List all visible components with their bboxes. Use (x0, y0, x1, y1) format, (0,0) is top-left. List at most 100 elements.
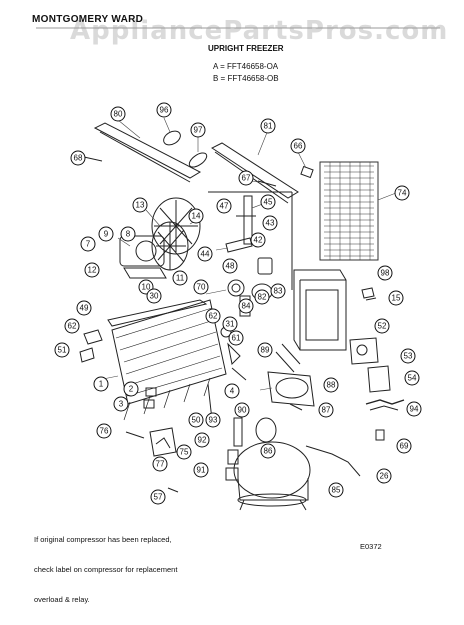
light-socket-part-96 (163, 130, 181, 146)
svg-text:53: 53 (404, 352, 413, 361)
part-91 (225, 467, 239, 481)
callout-87: 87 (318, 402, 334, 418)
callout-44: 44 (197, 246, 213, 262)
part-69 (375, 429, 385, 441)
callout-12: 12 (84, 262, 100, 278)
tube-part-89 (275, 343, 301, 373)
callout-numbers: 80 96 81 68 97 66 67 74 13 47 45 14 9 43… (54, 102, 422, 505)
svg-text:97: 97 (194, 126, 203, 135)
callout-74: 74 (394, 185, 410, 201)
svg-text:54: 54 (408, 374, 417, 383)
svg-text:57: 57 (154, 493, 163, 502)
clip-part-15 (365, 297, 377, 301)
callout-81: 81 (260, 118, 276, 134)
callout-13: 13 (132, 197, 148, 213)
callout-68: 68 (70, 150, 86, 166)
svg-text:93: 93 (209, 416, 218, 425)
svg-text:44: 44 (201, 250, 210, 259)
watermark: AppliancePartsPros.com (70, 16, 449, 46)
callout-7: 7 (80, 236, 96, 252)
callout-26: 26 (376, 468, 392, 484)
svg-text:67: 67 (242, 174, 251, 183)
parts-diagram-sheet: AppliancePartsPros.com MONTGOMERY WARD U… (32, 14, 449, 604)
callout-84: 84 (238, 298, 254, 314)
callout-91: 91 (193, 462, 209, 478)
callout-43: 43 (262, 215, 278, 231)
bracket-part-66 (300, 165, 314, 179)
svg-text:1: 1 (99, 380, 104, 389)
svg-text:50: 50 (192, 416, 201, 425)
svg-text:62: 62 (209, 312, 218, 321)
bracket-part-77 (155, 437, 171, 449)
callout-14: 14 (188, 208, 204, 224)
callout-75: 75 (176, 444, 192, 460)
svg-text:75: 75 (180, 448, 189, 457)
tube-part-30 (107, 299, 208, 327)
callout-53: 53 (400, 348, 416, 364)
model-a-label: A = FFT46658-OA (213, 62, 279, 71)
callout-2: 2 (123, 381, 139, 397)
svg-text:49: 49 (80, 304, 89, 313)
diagram-title: UPRIGHT FREEZER (208, 44, 284, 53)
svg-text:87: 87 (322, 406, 331, 415)
callout-49: 49 (76, 300, 92, 316)
svg-text:14: 14 (192, 212, 201, 221)
svg-text:90: 90 (238, 406, 247, 415)
fan-blade-part-14 (151, 197, 201, 255)
callout-98: 98 (377, 265, 393, 281)
svg-text:88: 88 (327, 381, 336, 390)
svg-text:51: 51 (58, 346, 67, 355)
brand-label: MONTGOMERY WARD (32, 14, 144, 25)
callout-97: 97 (190, 122, 206, 138)
drain-pan-part-88 (267, 371, 315, 407)
fan-motor-assembly (119, 221, 189, 271)
svg-text:3: 3 (119, 400, 124, 409)
grille-part-74 (319, 161, 379, 261)
tube-part-93 (233, 417, 243, 447)
bracket-part-4 (231, 367, 247, 381)
bracket-part-42 (225, 237, 253, 253)
svg-text:4: 4 (230, 387, 235, 396)
svg-text:84: 84 (242, 302, 251, 311)
callout-86: 86 (260, 443, 276, 459)
svg-text:26: 26 (380, 472, 389, 481)
callout-15: 15 (388, 290, 404, 306)
callout-61: 61 (228, 330, 244, 346)
callout-66: 66 (290, 138, 306, 154)
svg-text:86: 86 (264, 447, 273, 456)
component-part-48 (257, 257, 273, 275)
callout-88: 88 (323, 377, 339, 393)
bracket-part-75 (149, 427, 177, 457)
housing-part-83 (293, 269, 347, 351)
callout-3: 3 (113, 396, 129, 412)
svg-text:66: 66 (294, 142, 303, 151)
svg-text:12: 12 (88, 266, 97, 275)
callout-67: 67 (238, 170, 254, 186)
svg-text:45: 45 (264, 198, 273, 207)
screw-part-57 (167, 487, 179, 493)
grommet-part-70 (227, 279, 245, 297)
bracket-part-11 (123, 267, 167, 279)
clip-part-51 (79, 347, 95, 363)
screw-part-67 (257, 180, 277, 187)
svg-text:74: 74 (398, 189, 407, 198)
svg-text:30: 30 (150, 292, 159, 301)
svg-text:96: 96 (160, 106, 169, 115)
harness-part-94 (365, 399, 405, 405)
compressor-part-85 (233, 441, 311, 511)
part-3 (143, 399, 155, 409)
svg-text:85: 85 (332, 486, 341, 495)
screw-part-76 (125, 431, 145, 439)
fitting-part-87 (289, 403, 303, 411)
callout-77: 77 (152, 456, 168, 472)
valve-part-61 (227, 342, 241, 366)
svg-text:70: 70 (197, 283, 206, 292)
plate-part-54 (367, 365, 391, 393)
harness-part-26 (305, 445, 361, 477)
svg-text:31: 31 (226, 320, 235, 329)
callout-93: 93 (205, 412, 221, 428)
callout-9: 9 (98, 226, 114, 242)
svg-text:89: 89 (261, 346, 270, 355)
svg-text:43: 43 (266, 219, 275, 228)
svg-text:94: 94 (410, 405, 419, 414)
